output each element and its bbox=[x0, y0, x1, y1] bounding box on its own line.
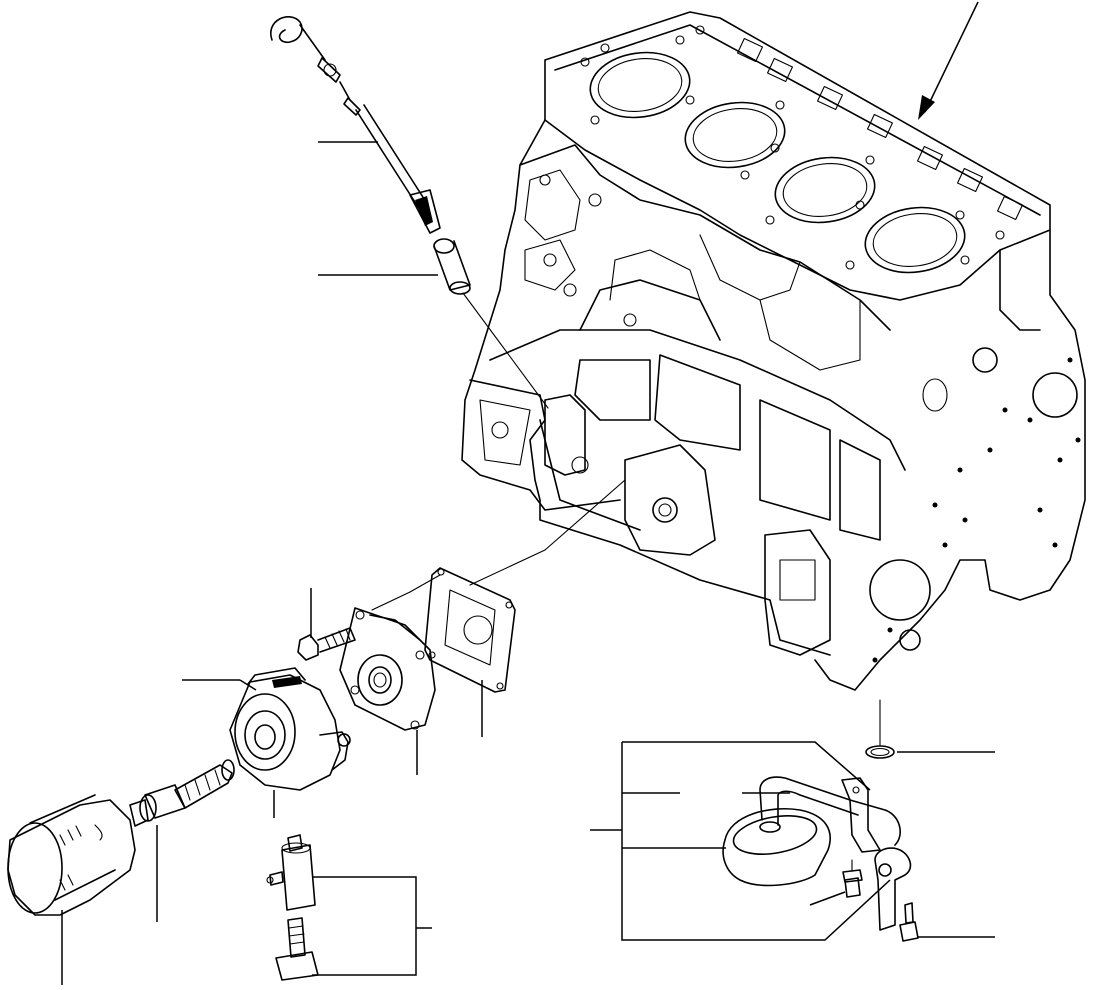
strainer-o-ring bbox=[865, 699, 895, 759]
oil-pressure-fitting bbox=[266, 834, 316, 911]
oil-filter-housing bbox=[339, 574, 441, 731]
housing-bolt bbox=[297, 627, 356, 661]
oil-cooler-gasket bbox=[424, 479, 626, 693]
oil-filter-cartridge bbox=[7, 794, 136, 916]
oil-cooler-center-stud bbox=[129, 759, 235, 827]
oil-strainer-inset bbox=[621, 741, 912, 941]
cylinder-block bbox=[461, 11, 1086, 691]
oil-pressure-bolt bbox=[275, 917, 319, 981]
strainer-bolt-left bbox=[842, 859, 863, 898]
side-bolt-holes bbox=[872, 357, 1081, 663]
deck-bolt-holes bbox=[580, 25, 1005, 270]
strainer-bolt-right bbox=[899, 902, 919, 942]
oil-dipstick bbox=[269, 16, 441, 234]
direction-arrow bbox=[918, 1, 979, 120]
oil-cooler bbox=[229, 667, 351, 791]
callout-leaders bbox=[61, 141, 995, 985]
dipstick-guide-tube bbox=[433, 238, 549, 409]
